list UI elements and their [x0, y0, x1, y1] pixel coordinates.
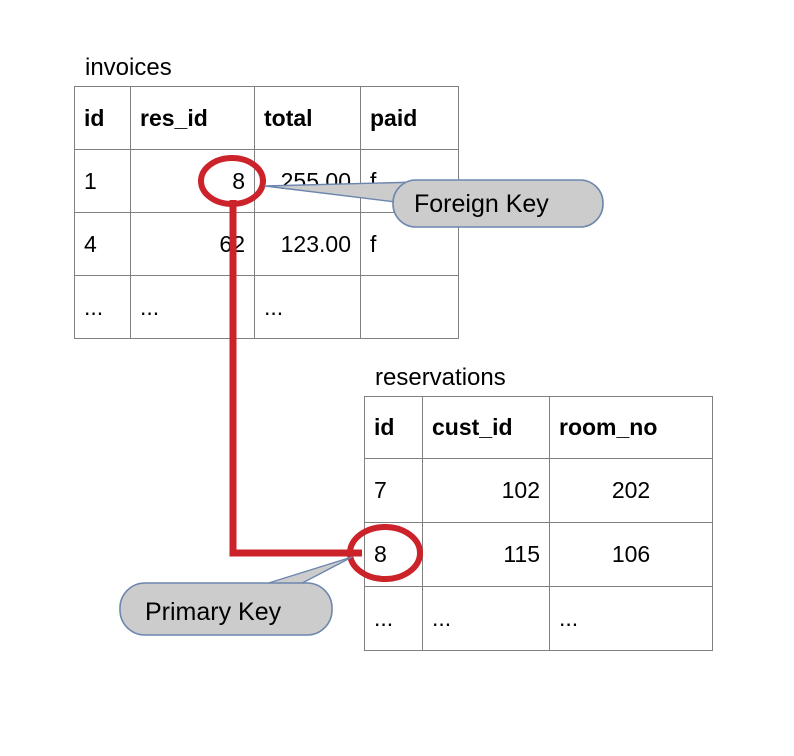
column-header-id: id — [364, 396, 423, 459]
cell-room-no: 106 — [549, 522, 713, 587]
column-header-total: total — [254, 86, 361, 150]
cell-paid — [360, 275, 459, 339]
table-row: ... ... ... — [364, 586, 713, 651]
cell-res-id: 62 — [130, 212, 255, 276]
table-header-row: id cust_id room_no — [364, 396, 713, 459]
column-header-id: id — [74, 86, 131, 150]
cell-total: 255.00 — [254, 149, 361, 213]
table-row: ... ... ... — [74, 275, 459, 339]
cell-id: ... — [364, 586, 423, 651]
foreign-key-callout — [392, 179, 604, 228]
table-row: 7 102 202 — [364, 458, 713, 523]
table-header-row: id res_id total paid — [74, 86, 459, 150]
cell-total: 123.00 — [254, 212, 361, 276]
cell-cust-id: 115 — [422, 522, 550, 587]
cell-id: 8 — [364, 522, 423, 587]
cell-room-no: 202 — [549, 458, 713, 523]
primary-key-callout-label: Primary Key — [145, 598, 282, 626]
cell-res-id: 8 — [130, 149, 255, 213]
cell-cust-id: ... — [422, 586, 550, 651]
cell-id: 4 — [74, 212, 131, 276]
table-caption-invoices: invoices — [85, 54, 172, 81]
column-header-paid: paid — [360, 86, 459, 150]
primary-key-callout — [119, 582, 333, 636]
foreign-key-callout-label: Foreign Key — [414, 190, 549, 218]
cell-id: 7 — [364, 458, 423, 523]
column-header-room-no: room_no — [549, 396, 713, 459]
cell-total: ... — [254, 275, 361, 339]
cell-res-id: ... — [130, 275, 255, 339]
cell-id: ... — [74, 275, 131, 339]
column-header-res-id: res_id — [130, 86, 255, 150]
column-header-cust-id: cust_id — [422, 396, 550, 459]
cell-id: 1 — [74, 149, 131, 213]
table-row: 8 115 106 — [364, 522, 713, 587]
table-reservations: id cust_id room_no 7 102 202 8 115 106 .… — [364, 396, 713, 651]
cell-cust-id: 102 — [422, 458, 550, 523]
table-caption-reservations: reservations — [375, 364, 506, 391]
cell-room-no: ... — [549, 586, 713, 651]
